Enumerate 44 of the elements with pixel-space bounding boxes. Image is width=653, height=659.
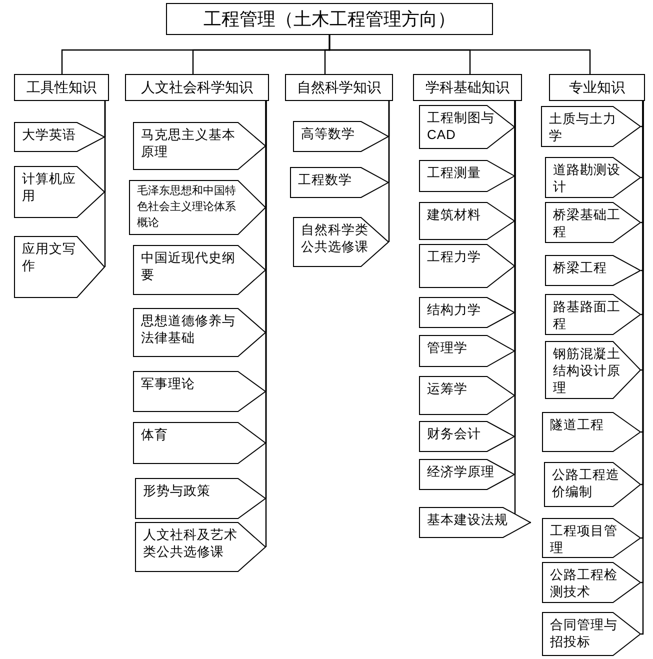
course-pentagon: 军事理论 <box>133 371 266 412</box>
course-pentagon: 工程项目管理 <box>542 518 641 558</box>
course-pentagon: 计算机应用 <box>14 166 105 218</box>
course-pentagon: 桥梁基础工程 <box>545 202 641 243</box>
course-pentagon: 土质与土力学 <box>541 106 641 147</box>
category-box: 自然科学知识 <box>285 74 393 101</box>
connector-line <box>328 35 591 74</box>
course-pentagon: 公路工程检测技术 <box>542 562 641 603</box>
course-pentagon: 路基路面工程 <box>545 294 641 335</box>
course-pentagon: 隧道工程 <box>542 412 641 452</box>
course-pentagon: 工程测量 <box>419 160 515 192</box>
course-pentagon: 马克思主义基本原理 <box>133 122 266 170</box>
course-pentagon: 财务会计 <box>419 421 515 452</box>
course-pentagon: 应用文写作 <box>14 236 105 298</box>
title-box: 工程管理（土木工程管理方向） <box>166 3 493 35</box>
course-pentagon: 工程数学 <box>290 167 389 198</box>
connector-line <box>388 101 390 242</box>
course-pentagon: 建筑材料 <box>419 202 515 240</box>
course-pentagon: 桥梁工程 <box>545 255 641 286</box>
course-pentagon: 运筹学 <box>419 376 515 415</box>
category-box: 学科基础知识 <box>413 74 522 101</box>
course-pentagon: 中国近现代史纲要 <box>133 245 266 295</box>
course-pentagon: 思想道德修养与法律基础 <box>133 308 266 357</box>
course-pentagon: 公路工程造价编制 <box>544 462 641 507</box>
course-pentagon: 人文社科及艺术类公共选修课 <box>135 522 266 572</box>
category-box: 人文社会科学知识 <box>125 74 269 101</box>
course-pentagon: 基本建设法规 <box>419 507 531 538</box>
course-pentagon: 自然科学类公共选修课 <box>293 217 389 267</box>
course-pentagon: 经济学原理 <box>419 459 515 490</box>
course-pentagon: 结构力学 <box>419 297 515 328</box>
connector-line <box>104 101 106 267</box>
course-pentagon: 毛泽东思想和中国特色社会主义理论体系概论 <box>129 180 266 235</box>
course-pentagon: 道路勘测设计 <box>545 157 641 198</box>
course-pentagon: 大学英语 <box>14 122 105 152</box>
course-pentagon: 钢筋混凝土结构设计原理 <box>545 341 641 399</box>
course-pentagon: 体育 <box>133 422 266 464</box>
category-box: 专业知识 <box>549 74 645 101</box>
category-box: 工具性知识 <box>14 74 109 101</box>
course-pentagon: 形势与政策 <box>135 478 266 519</box>
course-pentagon: 工程力学 <box>419 244 515 288</box>
course-pentagon: 合同管理与招投标 <box>542 612 641 656</box>
course-pentagon: 管理学 <box>419 335 515 367</box>
course-pentagon: 高等数学 <box>293 121 389 152</box>
course-pentagon: 工程制图与CAD <box>419 105 515 149</box>
